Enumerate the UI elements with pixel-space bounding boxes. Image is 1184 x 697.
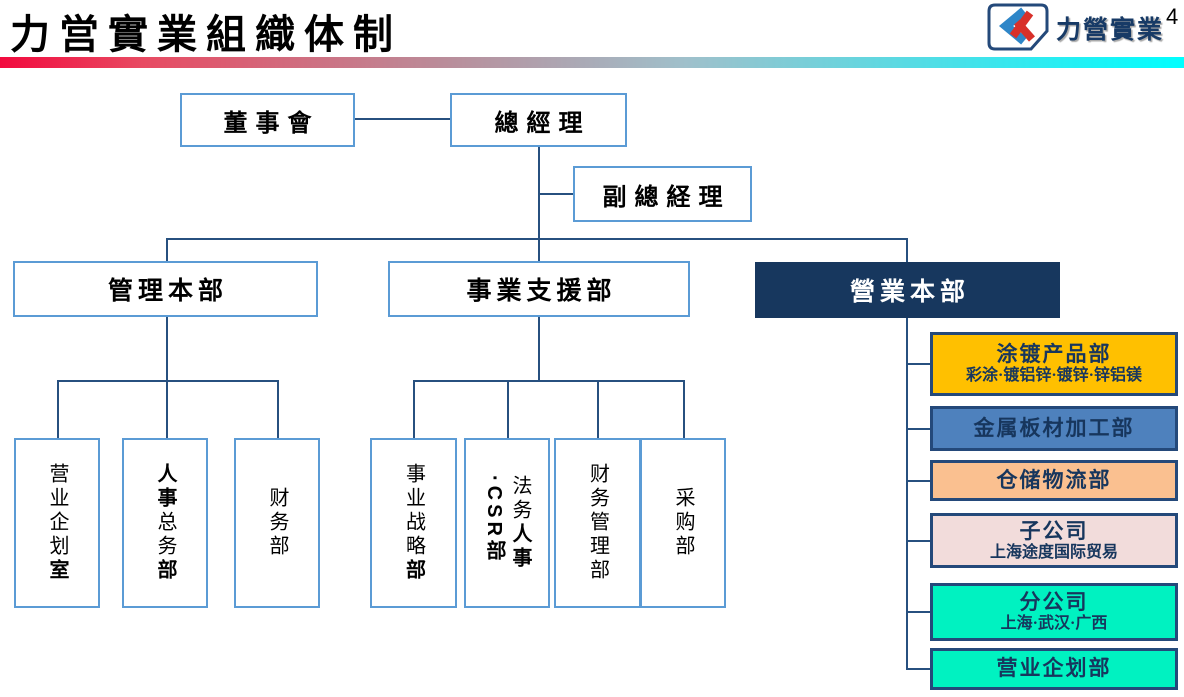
connector-line	[906, 238, 908, 264]
connector-line	[906, 317, 908, 670]
dept-subtitle: 上海·武汉·广西	[1000, 615, 1108, 633]
company-logo-text: 力營實業	[1056, 16, 1165, 44]
connector-line	[540, 193, 573, 195]
dept-title: 子公司	[1019, 518, 1089, 543]
dept-title: 仓储物流部	[996, 467, 1112, 492]
box-business-support-dept: 事業支援部	[388, 261, 690, 317]
connector-line	[538, 317, 540, 381]
dept-label: 财务管理部	[586, 463, 609, 583]
connector-line	[906, 428, 930, 430]
connector-line	[538, 238, 540, 263]
dept-title: 金属板材加工部	[973, 415, 1135, 440]
connector-line	[538, 147, 540, 239]
connector-line	[277, 380, 279, 438]
connector-line	[413, 380, 684, 382]
box-hr-general-affairs-dept: 人事总务部	[122, 438, 208, 608]
dept-label: 采购部	[672, 487, 694, 559]
box-legal-hr-csr-dept: 法务人事 ·CSR部	[464, 438, 550, 608]
dept-label: 人事总务部	[154, 463, 176, 583]
connector-line	[166, 317, 168, 381]
connector-line	[906, 480, 930, 482]
box-label: 管理本部	[107, 277, 228, 305]
company-badge-icon	[987, 3, 1049, 51]
box-branch-companies: 分公司 上海·武汉·广西	[930, 583, 1178, 641]
company-logo: 力營實業	[982, 1, 1164, 55]
box-business-strategy-dept: 事业战略部	[370, 438, 457, 608]
page-title: 力営實業組織体制	[10, 13, 402, 57]
page-number: 4	[1166, 4, 1179, 29]
box-finance-dept: 财务部	[234, 438, 320, 608]
box-management-hq: 管理本部	[13, 261, 318, 317]
connector-line	[906, 611, 930, 613]
dept-title: 营业企划部	[996, 656, 1112, 681]
dept-subtitle: 彩涂·镀铝锌·镀锌·锌铝镁	[965, 367, 1142, 385]
box-sales-hq: 營業本部	[755, 262, 1060, 318]
dept-title: 涂镀产品部	[996, 342, 1112, 367]
dept-title: 分公司	[1019, 590, 1089, 615]
dept-label: 法务人事 ·CSR部	[483, 475, 531, 571]
dept-label: 财务部	[266, 487, 288, 559]
connector-line	[166, 380, 168, 438]
dept-label: 事业战略部	[402, 463, 425, 583]
box-label: 董事會	[223, 109, 320, 137]
dept-label: 营业企划室	[46, 463, 68, 583]
box-label: 副總経理	[602, 183, 731, 211]
box-label: 總經理	[494, 109, 591, 137]
box-label: 事業支援部	[466, 277, 617, 305]
connector-line	[355, 118, 450, 120]
box-sales-planning-dept: 营业企划部	[930, 648, 1178, 690]
dept-subtitle: 上海途度国际贸易	[989, 543, 1118, 561]
box-subsidiary: 子公司 上海途度国际贸易	[930, 513, 1178, 568]
box-purchasing-dept: 采购部	[640, 438, 726, 608]
connector-line	[166, 238, 168, 263]
box-sales-planning-office: 营业企划室	[14, 438, 100, 608]
connector-line	[507, 380, 509, 438]
box-financial-management-dept: 财务管理部	[554, 438, 641, 608]
connector-line	[597, 380, 599, 438]
box-board-of-directors: 董事會	[180, 93, 355, 147]
box-deputy-general-manager: 副總経理	[573, 166, 752, 222]
connector-line	[57, 380, 59, 438]
box-metal-sheet-processing-dept: 金属板材加工部	[930, 406, 1178, 451]
box-coated-products-dept: 涂镀产品部 彩涂·镀铝锌·镀锌·锌铝镁	[930, 332, 1178, 396]
connector-line	[413, 380, 415, 438]
box-label: 營業本部	[849, 278, 970, 306]
box-general-manager: 總經理	[450, 93, 627, 147]
accent-bar	[0, 57, 1184, 68]
connector-line	[166, 238, 908, 240]
connector-line	[683, 380, 685, 438]
connector-line	[906, 668, 930, 670]
connector-line	[906, 540, 930, 542]
connector-line	[906, 363, 930, 365]
box-warehousing-logistics-dept: 仓储物流部	[930, 460, 1178, 501]
